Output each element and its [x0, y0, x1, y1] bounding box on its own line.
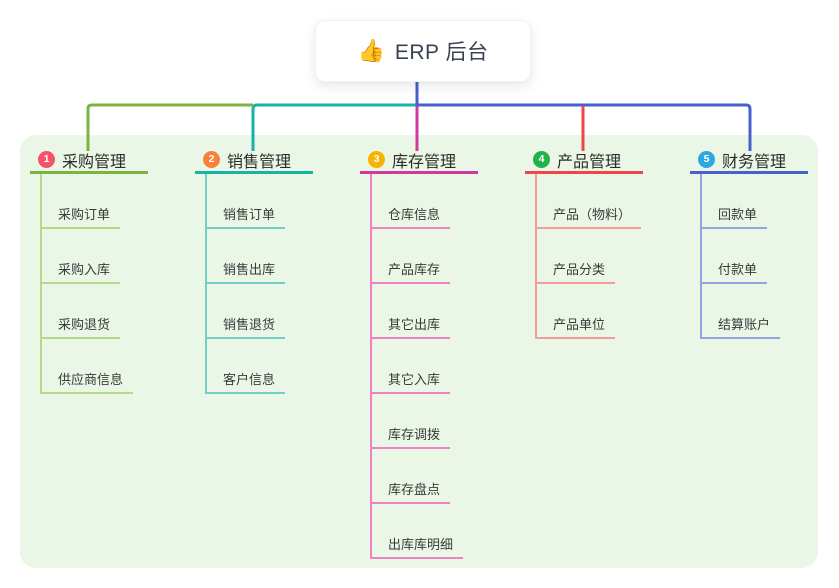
leaf-node[interactable]: 其它入库: [372, 339, 451, 394]
branch-product: 4 产品管理 产品（物料） 产品分类 产品单位: [525, 148, 643, 339]
root-node-label: ERP 后台: [394, 41, 489, 64]
branch-node[interactable]: 3 库存管理: [360, 148, 478, 174]
leaf-node[interactable]: 客户信息: [207, 339, 286, 394]
leaf-node[interactable]: 回款单: [702, 174, 768, 229]
leaf-node[interactable]: 销售出库: [207, 229, 286, 284]
branch-finance: 5 财务管理 回款单 付款单 结算账户: [690, 148, 808, 339]
branch-items: 仓库信息 产品库存 其它出库 其它入库 库存调拨 库存盘点 出库库明细: [370, 174, 478, 559]
branch-sales: 2 销售管理 销售订单 销售出库 销售退货 客户信息: [195, 148, 313, 394]
branch-inventory: 3 库存管理 仓库信息 产品库存 其它出库 其它入库 库存调拨 库存盘点 出库库…: [360, 148, 478, 559]
leaf-node[interactable]: 付款单: [702, 229, 768, 284]
leaf-node[interactable]: 产品单位: [537, 284, 616, 339]
branch-node-label: 销售管理: [227, 153, 292, 171]
mindmap-canvas-panel: [20, 135, 818, 568]
branch-node-label: 产品管理: [557, 153, 622, 171]
branch-node[interactable]: 4 产品管理: [525, 148, 643, 174]
branch-number-badge: 3: [368, 151, 385, 168]
leaf-node[interactable]: 出库库明细: [372, 504, 464, 559]
leaf-node[interactable]: 其它出库: [372, 284, 451, 339]
leaf-node[interactable]: 销售订单: [207, 174, 286, 229]
branch-node[interactable]: 5 财务管理: [690, 148, 808, 174]
branch-node-label: 库存管理: [392, 153, 457, 171]
leaf-node[interactable]: 结算账户: [702, 284, 781, 339]
leaf-node[interactable]: 产品分类: [537, 229, 616, 284]
branch-items: 采购订单 采购入库 采购退货 供应商信息: [40, 174, 148, 394]
branch-items: 销售订单 销售出库 销售退货 客户信息: [205, 174, 313, 394]
leaf-node[interactable]: 产品（物料）: [537, 174, 642, 229]
leaf-node[interactable]: 库存盘点: [372, 449, 451, 504]
branch-number-badge: 5: [698, 151, 715, 168]
branch-items: 回款单 付款单 结算账户: [700, 174, 808, 339]
branch-node[interactable]: 1 采购管理: [30, 148, 148, 174]
branch-number-badge: 1: [38, 151, 55, 168]
leaf-node[interactable]: 产品库存: [372, 229, 451, 284]
branch-number-badge: 4: [533, 151, 550, 168]
thumbs-up-icon: 👍: [357, 38, 385, 63]
branch-items: 产品（物料） 产品分类 产品单位: [535, 174, 643, 339]
leaf-node[interactable]: 供应商信息: [42, 339, 134, 394]
leaf-node[interactable]: 库存调拨: [372, 394, 451, 449]
branch-procurement: 1 采购管理 采购订单 采购入库 采购退货 供应商信息: [30, 148, 148, 394]
leaf-node[interactable]: 仓库信息: [372, 174, 451, 229]
branch-node-label: 财务管理: [722, 153, 787, 171]
branch-number-badge: 2: [203, 151, 220, 168]
branch-node-label: 采购管理: [62, 153, 127, 171]
leaf-node[interactable]: 采购订单: [42, 174, 121, 229]
root-node[interactable]: 👍 ERP 后台: [315, 20, 531, 82]
leaf-node[interactable]: 采购入库: [42, 229, 121, 284]
leaf-node[interactable]: 采购退货: [42, 284, 121, 339]
branch-node[interactable]: 2 销售管理: [195, 148, 313, 174]
leaf-node[interactable]: 销售退货: [207, 284, 286, 339]
